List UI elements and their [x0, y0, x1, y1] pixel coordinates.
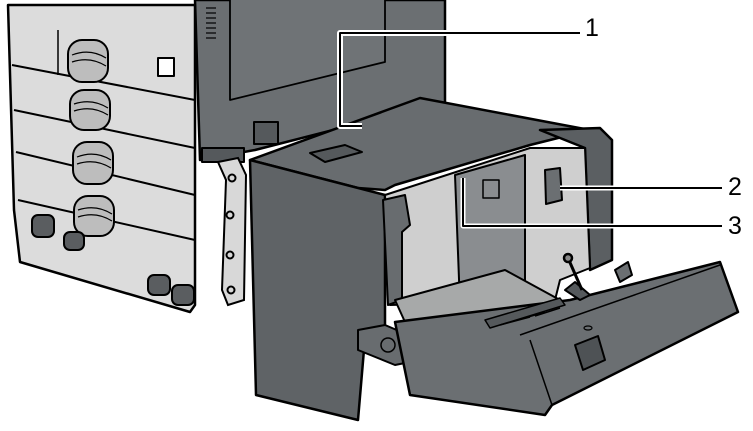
callout-label-1: 1	[585, 14, 599, 42]
paper-drawer-stack	[6, 3, 197, 314]
callout-lines	[337, 30, 722, 229]
callout-line-3	[462, 178, 722, 227]
callout-line-1	[339, 32, 580, 127]
tray-front-door	[393, 252, 740, 417]
callout-label-2: 2	[728, 173, 742, 201]
hinge-bracket	[216, 156, 248, 307]
callout-label-3: 3	[728, 212, 742, 240]
